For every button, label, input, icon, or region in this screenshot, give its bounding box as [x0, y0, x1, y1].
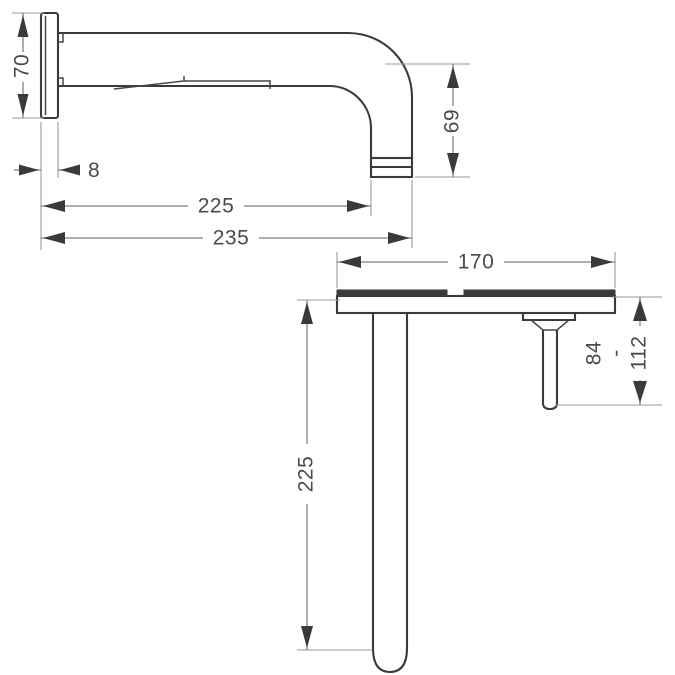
- dim-label-225-reach: 225: [198, 195, 235, 218]
- dim-label-112: 112: [628, 336, 651, 371]
- arrow-right-icon: [347, 200, 369, 212]
- dim-label-84: 84: [583, 341, 606, 365]
- dim-label-69: 69: [441, 109, 464, 133]
- arrow-up-icon: [17, 15, 29, 37]
- arrow-left-icon: [60, 164, 80, 176]
- dim-label-8: 8: [88, 159, 100, 182]
- arrow-down-icon: [633, 381, 647, 403]
- dimension-spout-reach-outlet: 225: [41, 192, 371, 220]
- deck-plate: [335, 289, 617, 315]
- view-deck-plate-elevation: 170 225 112 - 84: [294, 248, 662, 674]
- dimension-outlet-drop: 69: [440, 64, 466, 177]
- dim-label-170: 170: [458, 251, 495, 274]
- deck-plate-extension-lines: [297, 252, 662, 651]
- arrow-up-icon: [301, 302, 313, 324]
- arrow-down-icon: [17, 94, 29, 116]
- dim-label-235: 235: [213, 227, 250, 250]
- arrow-up-icon: [447, 66, 459, 88]
- lever-handle-base: [521, 313, 577, 331]
- lever-stem: [541, 330, 559, 411]
- dimension-supply-tube-length: 225: [294, 300, 320, 650]
- arrow-right-icon: [591, 256, 613, 268]
- arrow-left-icon: [339, 256, 361, 268]
- dim-label-range-separator: -: [605, 349, 628, 357]
- arrow-down-icon: [301, 626, 313, 648]
- dimension-spout-reach-total: 235: [41, 224, 412, 252]
- dim-label-225-tube: 225: [295, 456, 318, 493]
- arrow-right-icon: [388, 232, 410, 244]
- supply-tube: [371, 313, 409, 674]
- arrow-left-icon: [43, 232, 65, 244]
- arrow-right-icon: [19, 164, 39, 176]
- wall-flange: [39, 11, 60, 120]
- dim-label-70: 70: [11, 54, 34, 78]
- dimension-lever-height-range: 112 - 84: [583, 297, 654, 405]
- dimension-flange-height: 70: [10, 13, 36, 118]
- dimension-flange-thickness: 8: [14, 159, 100, 182]
- dimension-plate-width: 170: [337, 248, 615, 276]
- view-spout-elevation: 70 8 225 235: [10, 11, 470, 252]
- arrow-down-icon: [447, 153, 459, 175]
- arrow-left-icon: [43, 200, 65, 212]
- arrow-up-icon: [633, 299, 647, 321]
- spout-extension-lines: [12, 12, 470, 250]
- spout-arm: [58, 31, 414, 179]
